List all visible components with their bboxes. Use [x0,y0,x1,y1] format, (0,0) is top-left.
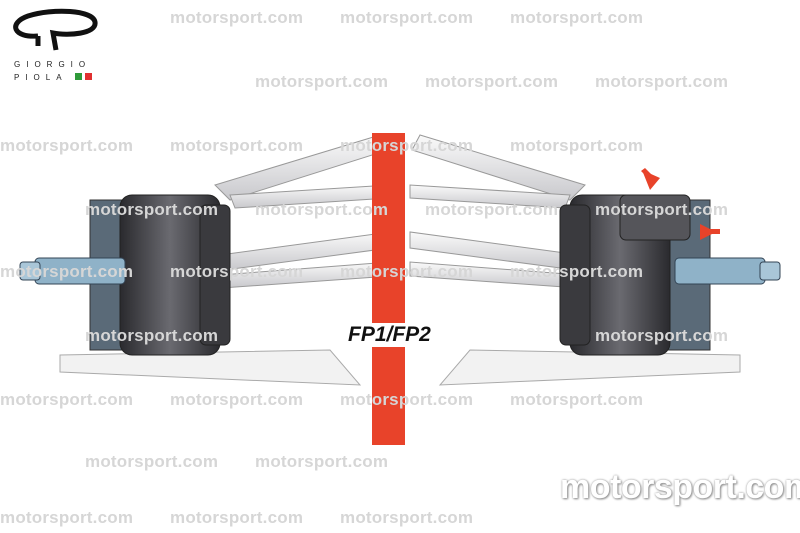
watermark-text: motorsport.com [425,200,559,219]
watermark-text: motorsport.com [340,136,474,155]
logo-line2: PIOLA [14,73,68,82]
watermark-text: motorsport.com [170,8,304,27]
watermark-text: motorsport.com [170,136,304,155]
flag-red [85,73,92,80]
logo-line1: GIORGIO [14,60,92,69]
right-brake-assembly [409,134,781,386]
flag-green [75,73,82,80]
watermark-text: motorsport.com [0,390,134,409]
watermark-text: motorsport.com [340,262,474,281]
brake-duct-inlet [619,194,691,241]
watermark-text: motorsport.com [340,390,474,409]
watermark-text: motorsport.com [85,200,219,219]
corner-watermark: motorsport.com [560,468,800,506]
watermark-text: motorsport.com [510,8,644,27]
watermark-text: motorsport.com [595,326,729,345]
watermark-text: motorsport.com [0,136,134,155]
comparison-label: FP1/FP2 [345,323,434,347]
left-brake-assembly [19,134,391,386]
giorgio-piola-logo [8,8,98,58]
watermark-text: motorsport.com [255,452,389,471]
watermark-text: motorsport.com [595,200,729,219]
watermark-text: motorsport.com [510,262,644,281]
watermark-text: motorsport.com [0,262,134,281]
watermark-text: motorsport.com [340,508,474,527]
watermark-text: motorsport.com [170,508,304,527]
watermark-text: motorsport.com [595,72,729,91]
watermark-text: motorsport.com [170,390,304,409]
arrow-icon [641,168,660,190]
gp-logo-mark [13,8,98,51]
watermark-text: motorsport.com [510,390,644,409]
watermark-text: motorsport.com [425,72,559,91]
watermark-text: motorsport.com [255,72,389,91]
watermark-text: motorsport.com [340,8,474,27]
arrow-icon [700,224,720,240]
divider-bar [372,133,405,445]
watermark-text: motorsport.com [85,326,219,345]
watermark-text: motorsport.com [0,508,134,527]
watermark-text: motorsport.com [170,262,304,281]
watermark-text: motorsport.com [85,452,219,471]
watermark-text: motorsport.com [255,200,389,219]
watermark-text: motorsport.com [510,136,644,155]
